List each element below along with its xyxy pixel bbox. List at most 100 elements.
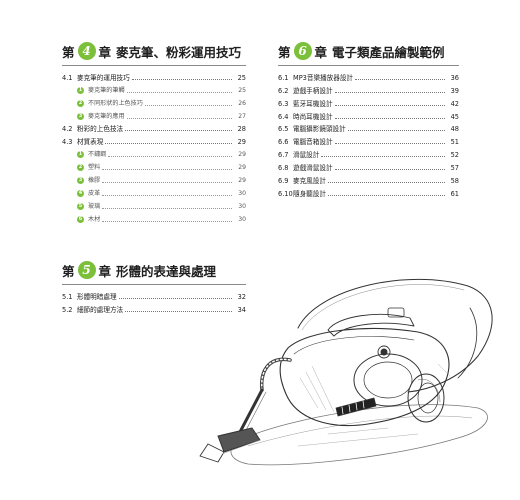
toc-bullet-number: 2	[77, 164, 84, 172]
toc-bullet-number: 3	[77, 177, 84, 185]
toc-label: 電腦攝影鏡頭設計	[293, 125, 346, 134]
toc-label: 時尚耳機設計	[293, 112, 333, 121]
toc-label: 橡膠	[88, 177, 101, 185]
toc-leader-dots	[125, 310, 232, 312]
toc-page-number: 26	[238, 99, 246, 107]
chapter-heading: 第 5 章 形體的表達與處理	[62, 259, 246, 281]
toc-entry: 2 塑料 29	[62, 159, 246, 172]
toc-leader-dots	[347, 129, 445, 132]
toc-page-number: 29	[238, 151, 246, 159]
toc-page-number: 30	[238, 189, 246, 197]
toc-leader-dots	[118, 297, 232, 299]
toc-label: 塑料	[88, 164, 101, 172]
toc-page-number: 34	[237, 305, 246, 314]
toc-leader-dots	[131, 78, 232, 80]
toc-page-number: 48	[450, 125, 459, 134]
chapter-rule	[62, 65, 246, 66]
toc-leader-dots	[102, 194, 232, 196]
toc-section-number: 4.1	[62, 73, 73, 82]
toc-entry: 2 不同形狀的上色技巧 26	[62, 95, 246, 108]
toc-page-number: 29	[238, 177, 246, 185]
toc-label: 粉彩的上色技法	[77, 125, 124, 134]
toc-section-number: 6.3	[278, 99, 289, 108]
toc-leader-dots	[144, 104, 232, 106]
toc-entry: 3 橡膠 29	[62, 172, 246, 185]
toc-page-number: 25	[238, 86, 246, 94]
toc-leader-dots	[334, 104, 445, 106]
toc-leader-dots	[125, 129, 232, 132]
toc-label: 木材	[88, 215, 101, 223]
toc-section-number: 5.1	[62, 292, 73, 301]
toc-leader-dots	[334, 117, 445, 119]
toc-leader-dots	[102, 181, 232, 184]
toc-leader-dots	[334, 142, 445, 145]
toc-entry: 5.2 細節的處理方法 34	[62, 301, 246, 314]
toc-label: 麥克筆的運用技巧	[77, 73, 130, 82]
toc-label: 不同形狀的上色技巧	[88, 99, 143, 107]
chapter-number-badge: 4	[77, 42, 96, 60]
toc-page-number: 29	[237, 138, 246, 147]
toc-bullet-number: 2	[77, 99, 84, 107]
chapter-rule	[62, 284, 246, 285]
toc-section-number: 6.7	[278, 151, 289, 160]
toc-leader-dots	[327, 181, 445, 184]
toc-label: 滑鼠設計	[293, 151, 320, 160]
toc-page-number: 30	[238, 215, 246, 223]
toc-section-number: 6.4	[278, 112, 289, 121]
toc-leader-dots	[126, 117, 232, 119]
toc-leader-dots	[321, 155, 445, 158]
vacuum-cleaner-sketch	[199, 278, 493, 466]
toc-page-number: 45	[450, 112, 459, 121]
toc-leader-dots	[355, 78, 445, 80]
chapter-title: 麥克筆、粉彩運用技巧	[116, 44, 242, 60]
toc-page-number: 30	[238, 202, 246, 210]
chapter-prefix: 第	[62, 44, 75, 60]
toc-label: 不鏽鋼	[88, 151, 107, 159]
toc-label: 皮革	[88, 189, 101, 197]
toc-label: 遊戲滑鼠設計	[293, 164, 333, 173]
toc-leader-dots	[334, 91, 445, 93]
chapter-title: 電子類產品繪製範例	[332, 44, 445, 60]
toc-section-number: 6.6	[278, 138, 289, 147]
toc-label: 電腦音箱設計	[293, 138, 333, 147]
toc-bullet-number: 6	[77, 215, 84, 223]
chapter-suffix: 章	[98, 44, 112, 60]
toc-page-number: 61	[450, 189, 459, 198]
toc-page-number: 29	[238, 164, 246, 172]
toc-section-number: 6.9	[278, 177, 289, 186]
toc-leader-dots	[126, 91, 232, 93]
toc-section-number: 6.10	[278, 189, 293, 198]
toc-page-number: 57	[450, 164, 459, 173]
toc-leader-dots	[334, 168, 445, 171]
toc-entry: 6 木材 30	[62, 211, 246, 224]
toc-page-number: 36	[450, 73, 459, 82]
toc-entry: 6.4 時尚耳機設計 45	[278, 108, 459, 121]
toc-bullet-number: 5	[77, 202, 84, 210]
toc-leader-dots	[105, 142, 232, 145]
toc-page-number: 32	[237, 292, 246, 301]
toc-label: 隨身聽設計	[293, 189, 326, 198]
toc-section-number: 4.3	[62, 138, 73, 147]
toc-section-number: 5.2	[62, 305, 73, 314]
toc-bullet-number: 1	[77, 86, 84, 94]
toc-page-number: 28	[237, 125, 246, 134]
toc-label: 細節的處理方法	[77, 305, 124, 314]
